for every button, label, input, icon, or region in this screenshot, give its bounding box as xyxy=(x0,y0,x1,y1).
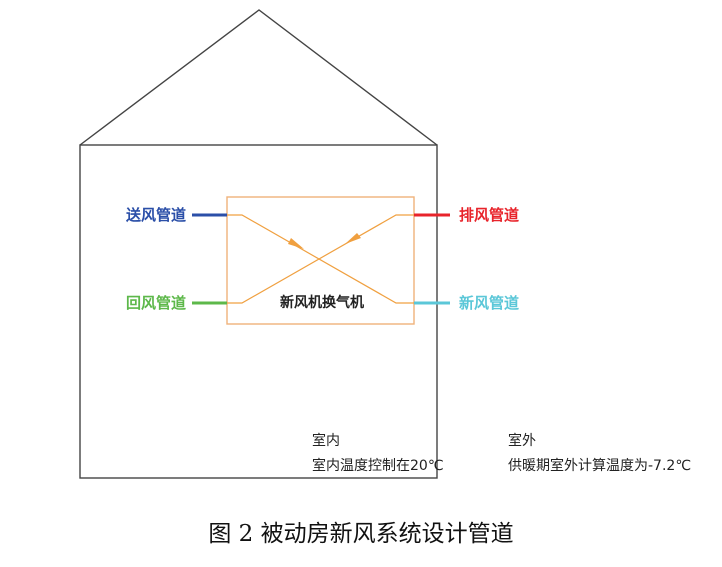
house-roof xyxy=(79,9,438,146)
ventilation-unit-box xyxy=(226,196,415,325)
airflow-path-supply-to-fresh xyxy=(227,214,414,304)
ventilation-unit-label: 新风机换气机 xyxy=(280,295,364,311)
exhaust-duct-label: 排风管道 xyxy=(459,206,520,224)
airflow-arrow-icon xyxy=(288,238,304,249)
house-wall xyxy=(79,144,438,479)
airflow-arrow-icon xyxy=(345,233,361,244)
indoor-title: 室内 xyxy=(312,433,340,449)
supply-duct-label: 送风管道 xyxy=(126,206,187,224)
return-duct-label: 回风管道 xyxy=(126,294,187,312)
indoor-temperature-note: 室内温度控制在20℃ xyxy=(312,458,444,474)
airflow-path-return-to-exhaust xyxy=(227,214,414,304)
outdoor-temperature-note: 供暖期室外计算温度为-7.2℃ xyxy=(508,458,692,474)
figure-caption: 图 2 被动房新风系统设计管道 xyxy=(208,521,514,547)
outdoor-title: 室外 xyxy=(508,433,536,449)
fresh-duct-label: 新风管道 xyxy=(459,294,520,312)
